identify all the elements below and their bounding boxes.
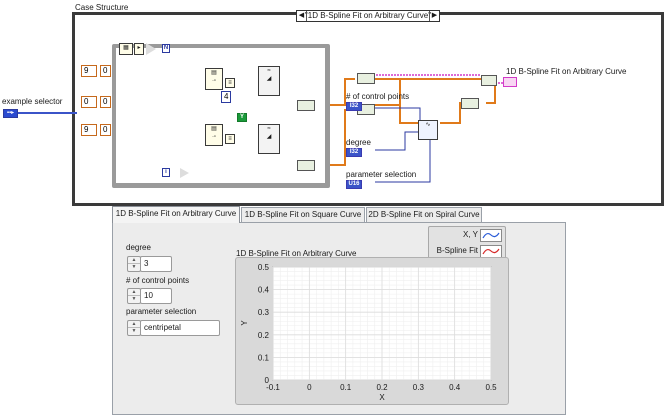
x-tick-label: 0.5 [485, 383, 497, 392]
y-tick-label: 0.1 [258, 353, 270, 362]
ctrl-points-field-label: # of control points [126, 276, 190, 285]
x-tick-label: -0.1 [266, 383, 280, 392]
case-selector-label: "1D B-Spline Fit on Arbitrary Curve" [304, 11, 432, 20]
x-tick-label: 0.3 [413, 383, 425, 392]
degree-label: degree [126, 243, 151, 252]
output-label: 1D B-Spline Fit on Arbitrary Curve [506, 67, 627, 76]
small-node-bottom[interactable]: ≡ [225, 134, 235, 144]
graph-indicator-terminal[interactable] [503, 77, 517, 87]
add-icon[interactable] [180, 168, 189, 178]
plot-legend[interactable]: X, Y B-Spline Fit [428, 226, 506, 260]
x-tick-label: 0 [307, 383, 312, 392]
subvi-node-top[interactable]: ▤·▫ [205, 68, 223, 90]
x-tick-label: 0.2 [376, 383, 388, 392]
y-tick-label: 0.2 [258, 331, 270, 340]
case-prev-icon[interactable]: ◀ [297, 11, 307, 21]
const-f[interactable]: 0 [100, 124, 111, 136]
y-tick-label: 0.4 [258, 286, 270, 295]
decrement-icon[interactable]: ▼ [131, 328, 137, 334]
waveform-node-top[interactable]: ≈◢ [258, 66, 280, 96]
build-array-bottom[interactable] [297, 160, 315, 171]
x-tick-label: 0.4 [449, 383, 461, 392]
example-selector-terminal[interactable]: ▪▪▸ [3, 109, 18, 118]
decrement-icon[interactable]: ▼ [131, 264, 137, 270]
iteration-terminal: i [162, 168, 170, 177]
subvi-node-bottom[interactable]: ▤·▫ [205, 124, 223, 146]
param-sel-terminal[interactable]: U16 [346, 180, 362, 189]
degree-terminal[interactable]: I32 [346, 148, 362, 157]
bundle-node-a[interactable] [357, 73, 375, 84]
legend-item-xy[interactable]: X, Y [431, 228, 503, 243]
line-swatch-icon [480, 229, 502, 242]
const-c[interactable]: 0 [81, 96, 97, 108]
y-tick-label: 0 [265, 376, 270, 385]
y-axis-ticks: 0 0.1 0.2 0.3 0.4 0.5 [258, 263, 270, 385]
ctrl-points-label: # of control points [346, 92, 410, 101]
y-axis-label: Y [240, 320, 249, 326]
ctrl-points-terminal[interactable]: I32 [346, 102, 362, 111]
y-tick-label: 0.3 [258, 308, 270, 317]
tab-square-curve[interactable]: 1D B-Spline Fit on Square Curve [241, 207, 365, 222]
const-b[interactable]: 0 [100, 65, 111, 77]
y-tick-label: 0.5 [258, 263, 270, 272]
ctrl-points-spinner[interactable]: ▲ ▼ [127, 288, 141, 304]
param-selection-spinner[interactable]: ▲ ▼ [127, 320, 141, 336]
const-a[interactable]: 9 [81, 65, 97, 77]
case-selector[interactable]: ◀ "1D B-Spline Fit on Arbitrary Curve" ▶ [296, 10, 440, 22]
legend-label-xy: X, Y [463, 230, 478, 239]
x-axis-ticks: -0.1 0 0.1 0.2 0.3 0.4 0.5 [266, 383, 497, 392]
increment-icon[interactable]: ▲ [128, 257, 140, 264]
legend-label-bspline: B-Spline Fit [436, 246, 478, 255]
degree-diagram-label: degree [346, 138, 371, 147]
increment-icon[interactable]: ▲ [128, 321, 140, 328]
multiply-icon[interactable] [146, 43, 156, 55]
const-g[interactable]: 4 [221, 91, 231, 103]
small-node-top[interactable]: ≡ [225, 78, 235, 88]
case-structure-label: Case Structure [75, 3, 129, 12]
x-axis-label: X [379, 393, 385, 402]
degree-input[interactable]: 3 [140, 256, 172, 272]
case-next-icon[interactable]: ▶ [429, 11, 439, 21]
tab-arbitrary-curve[interactable]: 1D B-Spline Fit on Arbitrary Curve [112, 206, 240, 223]
loop-count-terminal[interactable]: N [162, 44, 170, 53]
ctrl-points-input[interactable]: 10 [140, 288, 172, 304]
param-sel-label: parameter selection [346, 170, 417, 179]
build-array-top[interactable] [297, 100, 315, 111]
const-e[interactable]: 9 [81, 124, 97, 136]
decrement-icon[interactable]: ▼ [131, 296, 137, 302]
const-d[interactable]: 0 [100, 96, 111, 108]
param-selection-label: parameter selection [126, 307, 197, 316]
array-node[interactable]: ▦ [119, 43, 133, 55]
bundle-node-d[interactable] [481, 75, 497, 86]
index-node[interactable]: ▸ [134, 43, 144, 55]
bundle-node-c[interactable] [461, 98, 479, 109]
x-tick-label: 0.1 [340, 383, 352, 392]
bspline-fit-node[interactable]: ∿ [418, 120, 438, 140]
degree-spinner[interactable]: ▲ ▼ [127, 256, 141, 272]
increment-icon[interactable]: ▲ [128, 289, 140, 296]
example-selector-label: example selector [2, 97, 63, 106]
graph-title: 1D B-Spline Fit on Arbitrary Curve [236, 249, 357, 258]
tab-spiral-curve[interactable]: 2D B-Spline Fit on Spiral Curve [366, 207, 482, 222]
boolean-terminal[interactable]: Y [237, 113, 247, 122]
waveform-node-bottom[interactable]: ≈◢ [258, 124, 280, 154]
plot-grid [272, 266, 492, 381]
param-selection-select[interactable]: centripetal [140, 320, 220, 336]
